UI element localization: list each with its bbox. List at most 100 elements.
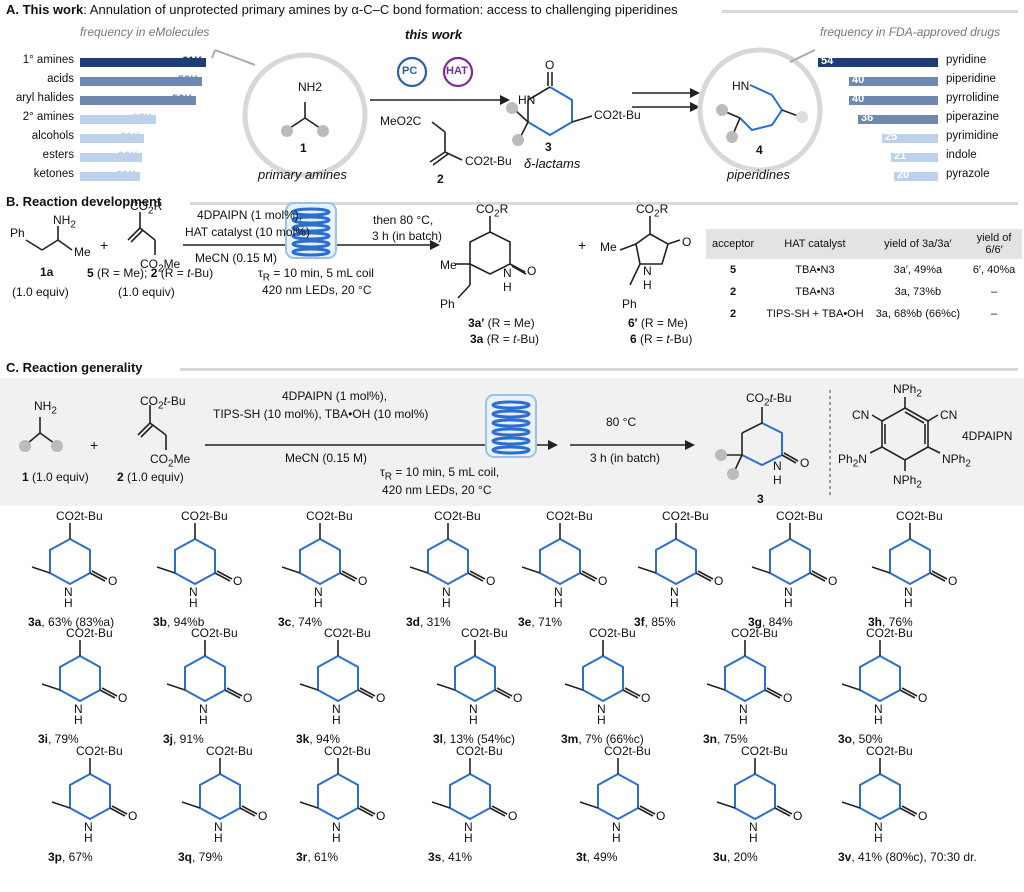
b-cond-1: 4DPAIPN (1 mol%), bbox=[197, 208, 303, 222]
product-yield: , 67% bbox=[62, 850, 93, 864]
product-structure bbox=[871, 523, 948, 586]
product-h-label: H bbox=[904, 596, 913, 610]
product-structure bbox=[716, 758, 793, 821]
left-bar-label: acids bbox=[47, 73, 74, 85]
product-structure bbox=[51, 758, 128, 821]
product-yield: , 85% bbox=[644, 615, 676, 629]
product-id: 3c bbox=[278, 615, 292, 629]
product-nh-label: N bbox=[749, 820, 758, 834]
product-h-label: H bbox=[64, 596, 73, 610]
bond bbox=[111, 805, 128, 815]
product-yield-label: 3o, 50% bbox=[838, 732, 883, 746]
product-yield-label: 3m, 7% (66%c) bbox=[561, 732, 644, 746]
product-o-label: O bbox=[376, 691, 386, 705]
1a-ph: Ph bbox=[10, 226, 25, 240]
right-bar-label: piperidine bbox=[946, 73, 996, 85]
substituent-bond bbox=[156, 566, 176, 574]
product-structure bbox=[181, 758, 258, 821]
product-o-label: O bbox=[258, 809, 268, 823]
product-yield-label: 3s, 41% bbox=[428, 850, 472, 864]
product-nh-label: N bbox=[904, 585, 913, 599]
lactam-ring bbox=[655, 538, 697, 586]
product-co2tbu-label: CO2t-Bu bbox=[206, 744, 253, 758]
table-cell: 3a′, 49%a bbox=[893, 264, 943, 276]
table-cell: TBA•N3 bbox=[795, 264, 835, 276]
c-prod-label: 3 bbox=[757, 492, 764, 506]
left-bar-label: 2° amines bbox=[22, 111, 74, 123]
product-yield-label: 3e, 71% bbox=[518, 615, 562, 629]
substituent-bond bbox=[716, 801, 736, 809]
product-nh-label: N bbox=[597, 702, 606, 716]
bond bbox=[214, 572, 231, 582]
table-header-cell: yield of 6/6′ bbox=[966, 229, 1022, 259]
product-h-label: H bbox=[670, 596, 679, 610]
right-bar-label: pyrrolidine bbox=[946, 92, 1000, 104]
product-h-label: H bbox=[784, 596, 793, 610]
product-id: 3b bbox=[153, 615, 168, 629]
product-yield: , 71% bbox=[531, 615, 563, 629]
product-yield: , 79% bbox=[48, 732, 79, 746]
product-id: 3u bbox=[713, 850, 728, 864]
6-ph: Ph bbox=[622, 297, 637, 311]
product-id: 3f bbox=[634, 615, 645, 629]
product-yield: , 74% bbox=[291, 615, 323, 629]
product-nh-label: N bbox=[554, 585, 563, 599]
product-yield-label: 3c, 74% bbox=[278, 615, 322, 629]
left-bar bbox=[80, 172, 140, 181]
right-bar bbox=[882, 134, 938, 143]
piperidine-hn: HN bbox=[732, 79, 750, 93]
product-yield-label: 3j, 91% bbox=[163, 732, 204, 746]
bond bbox=[901, 805, 918, 815]
bond bbox=[226, 687, 243, 697]
substituent-bond bbox=[31, 566, 51, 574]
lactam-ring bbox=[859, 655, 901, 703]
product-yield-label: 3r, 61% bbox=[296, 850, 338, 864]
product-co2tbu-label: CO2t-Bu bbox=[604, 744, 651, 758]
lactam-o: O bbox=[545, 58, 555, 72]
product-yield: , 41% bbox=[441, 850, 473, 864]
table-cell: – bbox=[990, 286, 998, 298]
left-bar-value: 29K bbox=[116, 169, 137, 181]
product-id: 3l bbox=[433, 732, 444, 746]
3a-co2r: CO2R bbox=[476, 202, 509, 220]
compound-3-label: 3 bbox=[545, 140, 552, 154]
right-bar-label: pyridine bbox=[946, 54, 987, 66]
right-bar bbox=[818, 58, 938, 67]
acrylate-co2r: CO2R bbox=[130, 199, 163, 217]
bond bbox=[899, 807, 916, 817]
right-bar-label: piperazine bbox=[946, 111, 1000, 123]
product-h-label: H bbox=[597, 713, 606, 727]
product-structure bbox=[299, 640, 376, 703]
table-cell: 5 bbox=[730, 264, 737, 276]
left-bar bbox=[80, 58, 206, 67]
c-cond-3: MeCN (0.15 M) bbox=[285, 451, 368, 465]
acrylate-co2tbu: CO2t-Bu bbox=[465, 154, 512, 168]
product-h-label: H bbox=[469, 713, 478, 727]
product-id: 3q bbox=[178, 850, 193, 864]
left-bar bbox=[80, 96, 196, 105]
right-bar-value: 20 bbox=[897, 169, 910, 181]
product-yield: , 94%b bbox=[167, 615, 205, 629]
lactam-ring bbox=[769, 538, 811, 586]
cat-nph2-bottom: NPh2 bbox=[893, 473, 922, 491]
product-nh-label: N bbox=[314, 585, 323, 599]
b-cond-3: MeCN (0.15 M) bbox=[195, 251, 278, 265]
bond bbox=[239, 807, 256, 817]
left-bar-value: 31K bbox=[120, 131, 141, 143]
c-prod-co2tbu: CO2t-Bu bbox=[746, 391, 792, 409]
product-yield-label: 3n, 75% bbox=[703, 732, 748, 746]
lactam-ring bbox=[539, 538, 581, 586]
product-nh-label: N bbox=[64, 585, 73, 599]
product-6: 6 (R = t-Bu) bbox=[630, 332, 693, 346]
product-o-label: O bbox=[108, 574, 118, 588]
product-id: 3e bbox=[518, 615, 532, 629]
right-bar bbox=[849, 96, 938, 105]
product-h-label: H bbox=[332, 831, 341, 845]
product-co2tbu-label: CO2t-Bu bbox=[324, 744, 371, 758]
product-co2tbu-label: CO2t-Bu bbox=[461, 626, 508, 640]
bond bbox=[224, 689, 241, 699]
product-yield: , 91% bbox=[173, 732, 204, 746]
